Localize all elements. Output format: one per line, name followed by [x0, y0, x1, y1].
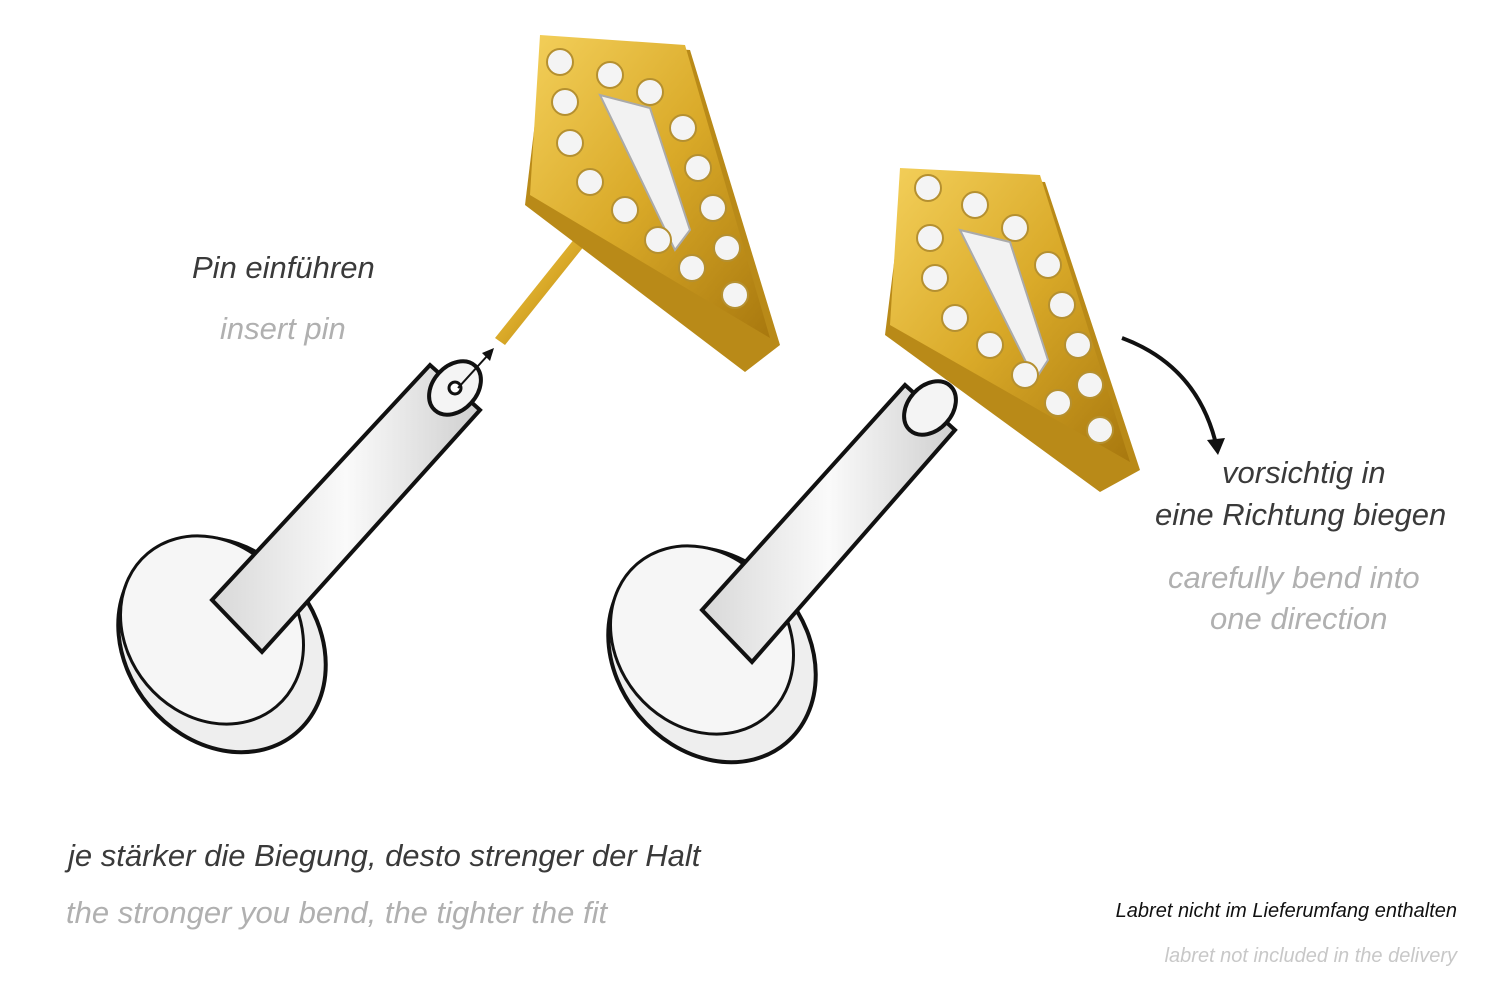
labret-left — [116, 359, 483, 755]
note-en: labret not included in the delivery — [1164, 945, 1457, 967]
insert-arrow — [457, 354, 489, 389]
step2-label-en-2: one direction — [1210, 601, 1388, 636]
step1-label-de: Pin einführen — [192, 250, 375, 285]
labret-right — [606, 379, 958, 765]
step2-label-de-1: vorsichtig in — [1222, 455, 1386, 490]
gold-top-left — [495, 35, 780, 372]
tip-de: je stärker die Biegung, desto strenger d… — [68, 838, 701, 873]
step2-label-en-1: carefully bend into — [1168, 560, 1420, 595]
step1-label-en: insert pin — [220, 311, 346, 346]
tip-en: the stronger you bend, the tighter the f… — [66, 895, 608, 930]
bend-arrow — [1121, 336, 1217, 441]
gold-top-right — [885, 168, 1140, 492]
note-de: Labret nicht im Lieferumfang enthalten — [1115, 900, 1457, 922]
step2-label-de-2: eine Richtung biegen — [1155, 497, 1447, 532]
